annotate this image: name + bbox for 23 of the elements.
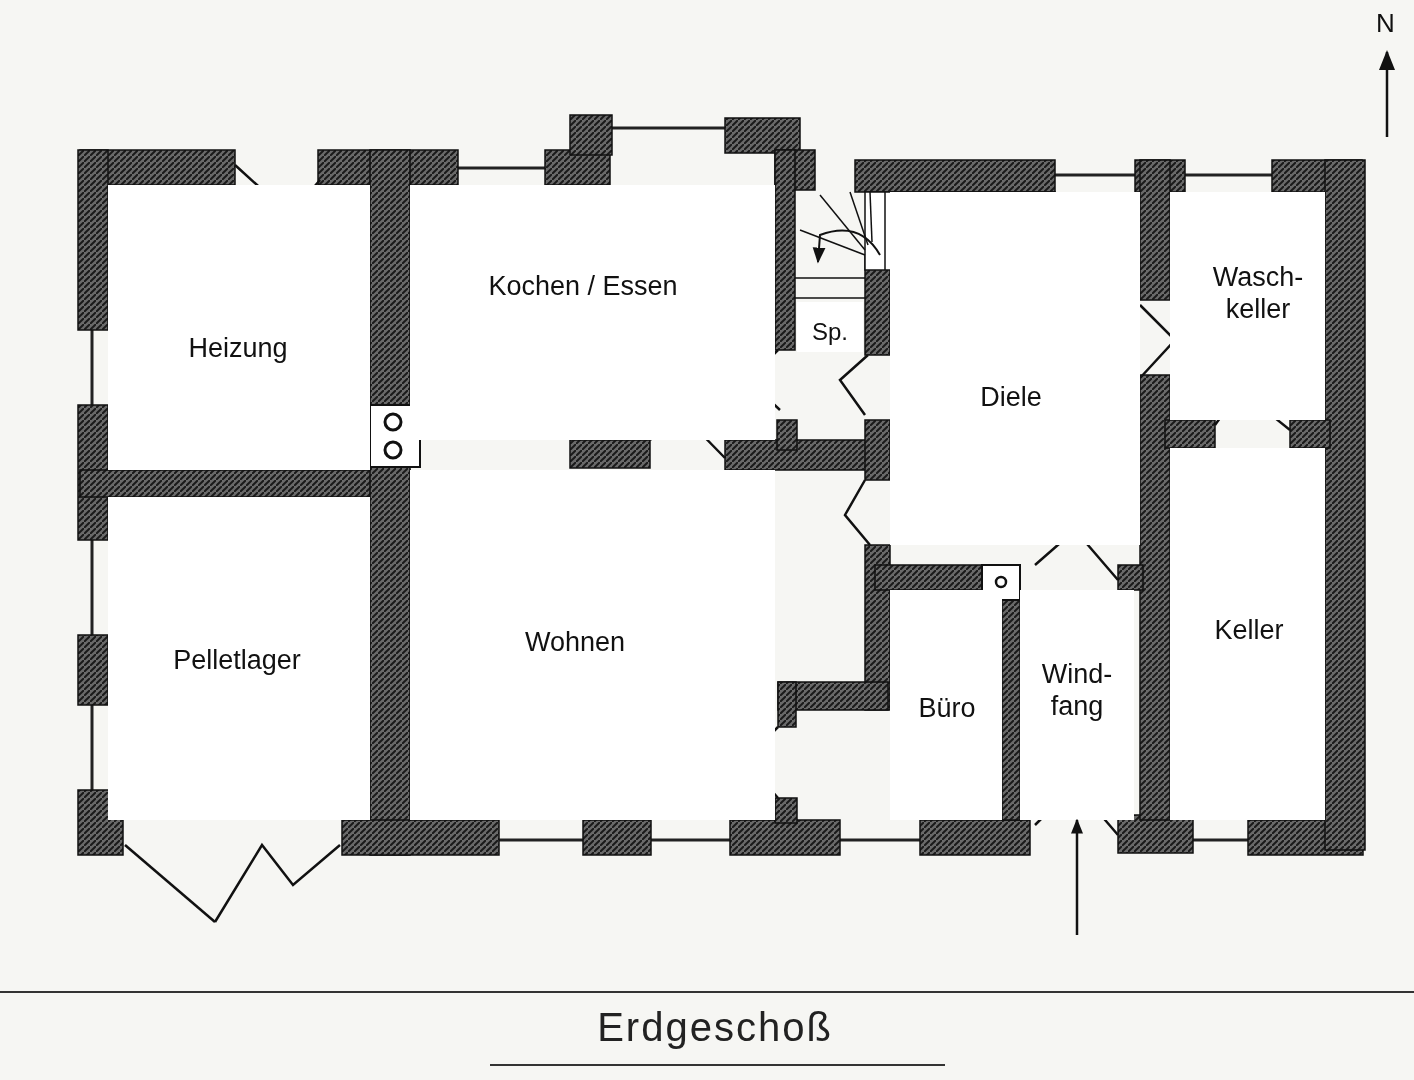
room-label: Heizung bbox=[188, 331, 288, 365]
room-area bbox=[1170, 448, 1325, 820]
room-area bbox=[410, 185, 775, 440]
room-label: Pelletlager bbox=[173, 643, 301, 677]
room-label: Kochen / Essen bbox=[488, 269, 678, 303]
room-label: Büro bbox=[918, 691, 976, 725]
room-label: Sp. bbox=[812, 317, 848, 347]
room-area bbox=[890, 192, 1140, 545]
room-label: Wohnen bbox=[524, 625, 626, 659]
room-area bbox=[797, 302, 863, 352]
room-label: Keller bbox=[1214, 613, 1284, 647]
room-label: Diele bbox=[980, 380, 1042, 414]
room-area bbox=[410, 470, 775, 820]
room-area bbox=[1020, 590, 1134, 820]
room-area bbox=[108, 497, 370, 820]
north-label: N bbox=[1376, 8, 1395, 39]
title: Erdgeschoß bbox=[597, 1005, 833, 1050]
room-label: Wasch- keller bbox=[1211, 260, 1305, 326]
room-area bbox=[890, 590, 1002, 820]
room-label: Wind- fang bbox=[1040, 657, 1114, 723]
room-area bbox=[1170, 192, 1325, 420]
room-area bbox=[108, 185, 370, 470]
arrow bbox=[1071, 818, 1083, 935]
